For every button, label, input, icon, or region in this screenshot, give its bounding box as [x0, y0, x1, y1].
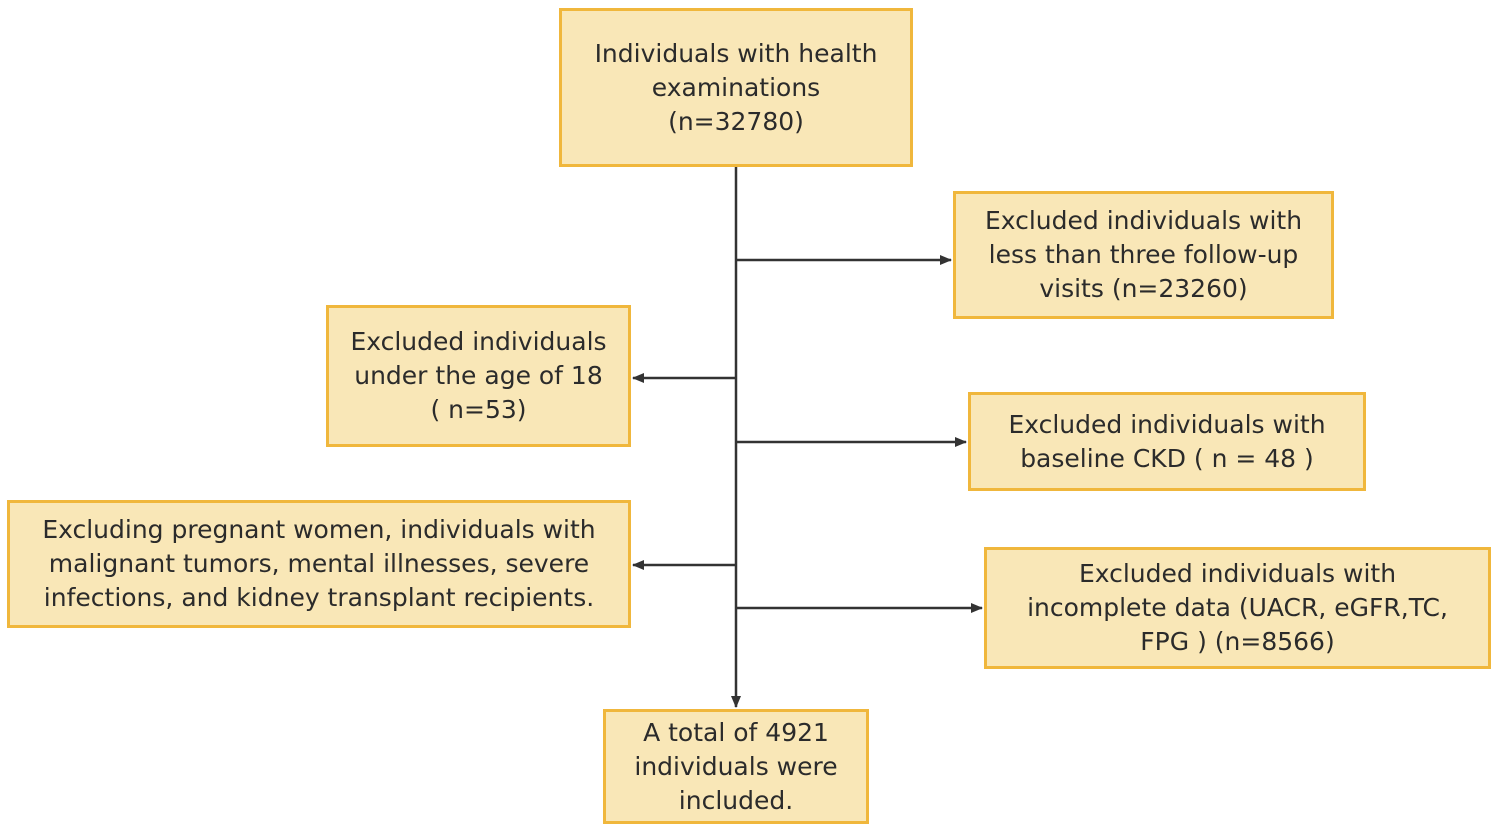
- final-line-3: included.: [678, 785, 794, 815]
- age-line-2: under the age of 18: [354, 361, 603, 390]
- start-line-2: examinations: [651, 72, 821, 102]
- ckd-line-1: Excluded individuals with: [1008, 409, 1326, 439]
- follow-up-line-2: less than three follow-up: [988, 240, 1299, 269]
- start-line-3: (n=32780): [668, 106, 804, 136]
- exclusion-incomplete-text: Excluded individuals with incomplete dat…: [1027, 557, 1448, 659]
- exclusion-pregnant-text: Excluding pregnant women, individuals wi…: [42, 513, 595, 615]
- exclusion-follow-up-box: Excluded individuals with less than thre…: [953, 191, 1334, 319]
- ckd-line-2: baseline CKD ( n = 48 ): [1020, 443, 1314, 473]
- final-line-1: A total of 4921: [643, 717, 829, 747]
- exclusion-age-box: Excluded individuals under the age of 18…: [326, 305, 631, 447]
- start-population-text: Individuals with health examinations (n=…: [595, 37, 878, 139]
- incomplete-line-3: FPG ) (n=8566): [1140, 627, 1335, 656]
- final-population-text: A total of 4921 individuals were include…: [634, 716, 837, 818]
- incomplete-line-2: incomplete data (UACR, eGFR,TC,: [1027, 593, 1448, 622]
- final-line-2: individuals were: [634, 751, 838, 781]
- final-population-box: A total of 4921 individuals were include…: [603, 709, 869, 824]
- exclusion-ckd-box: Excluded individuals with baseline CKD (…: [968, 392, 1366, 491]
- exclusion-age-text: Excluded individuals under the age of 18…: [350, 325, 606, 427]
- exclusion-pregnant-box: Excluding pregnant women, individuals wi…: [7, 500, 631, 628]
- exclusion-ckd-text: Excluded individuals with baseline CKD (…: [1008, 408, 1325, 476]
- follow-up-line-3: visits (n=23260): [1039, 274, 1248, 303]
- pregnant-line-2: malignant tumors, mental illnesses, seve…: [48, 549, 590, 578]
- pregnant-line-1: Excluding pregnant women, individuals wi…: [42, 515, 596, 544]
- incomplete-line-1: Excluded individuals with: [1078, 559, 1397, 588]
- start-population-box: Individuals with health examinations (n=…: [559, 8, 913, 167]
- start-line-1: Individuals with health: [594, 38, 878, 68]
- exclusion-incomplete-box: Excluded individuals with incomplete dat…: [984, 547, 1491, 669]
- age-line-3: ( n=53): [430, 395, 527, 424]
- follow-up-line-1: Excluded individuals with: [984, 206, 1303, 235]
- age-line-1: Excluded individuals: [350, 327, 607, 356]
- exclusion-follow-up-text: Excluded individuals with less than thre…: [985, 204, 1302, 306]
- pregnant-line-3: infections, and kidney transplant recipi…: [43, 583, 595, 612]
